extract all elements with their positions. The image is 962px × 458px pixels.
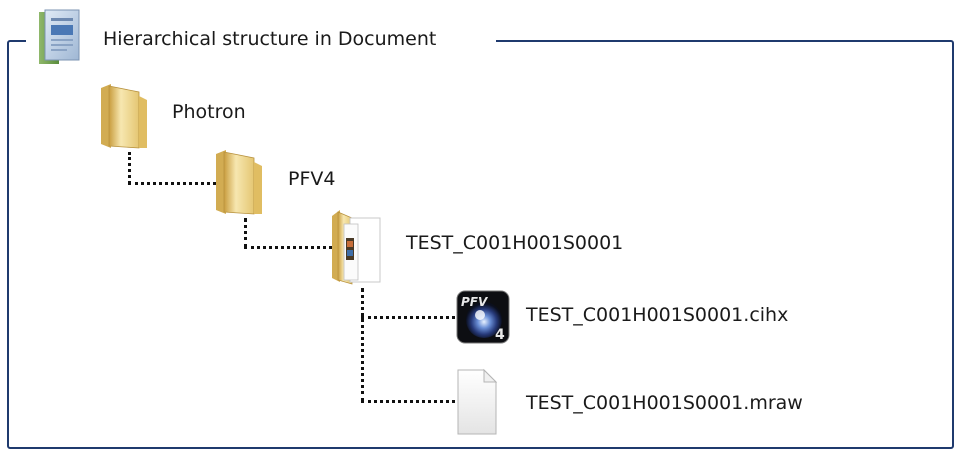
pfv-logo-text: PFV [461, 295, 489, 309]
tree-node-level1[interactable]: PFV4 [288, 170, 335, 189]
connector-line [244, 246, 332, 249]
connector-line [244, 218, 247, 248]
folder-with-files-icon [332, 210, 381, 285]
folder-label-photron: Photron [172, 101, 246, 123]
folder-icon [101, 84, 147, 149]
tree-node-root[interactable]: Photron [172, 103, 246, 122]
tree-node-file-cihx[interactable]: TEST_C001H001S0001.cihx [526, 306, 788, 325]
document-folder-icon [39, 9, 80, 64]
connector-line [361, 316, 455, 319]
diagram-title: Hierarchical structure in Document [103, 28, 437, 50]
tree-node-level2[interactable]: TEST_C001H001S0001 [406, 234, 623, 253]
file-label-cihx: TEST_C001H001S0001.cihx [526, 304, 789, 326]
folder-icon [216, 150, 262, 215]
pfv-logo-number: 4 [495, 327, 505, 343]
connector-line [128, 182, 216, 185]
file-label-mraw: TEST_C001H001S0001.mraw [526, 392, 803, 414]
connector-line [128, 152, 131, 184]
folder-label-test: TEST_C001H001S0001 [406, 232, 624, 254]
pfv4-app-icon[interactable]: PFV 4 [456, 290, 510, 344]
connector-line [361, 288, 364, 402]
frame-title-gap [26, 34, 496, 48]
connector-line [361, 400, 455, 403]
tree-node-file-mraw[interactable]: TEST_C001H001S0001.mraw [526, 394, 803, 413]
folder-label-pfv4: PFV4 [288, 168, 336, 190]
blank-file-icon[interactable] [456, 368, 498, 436]
